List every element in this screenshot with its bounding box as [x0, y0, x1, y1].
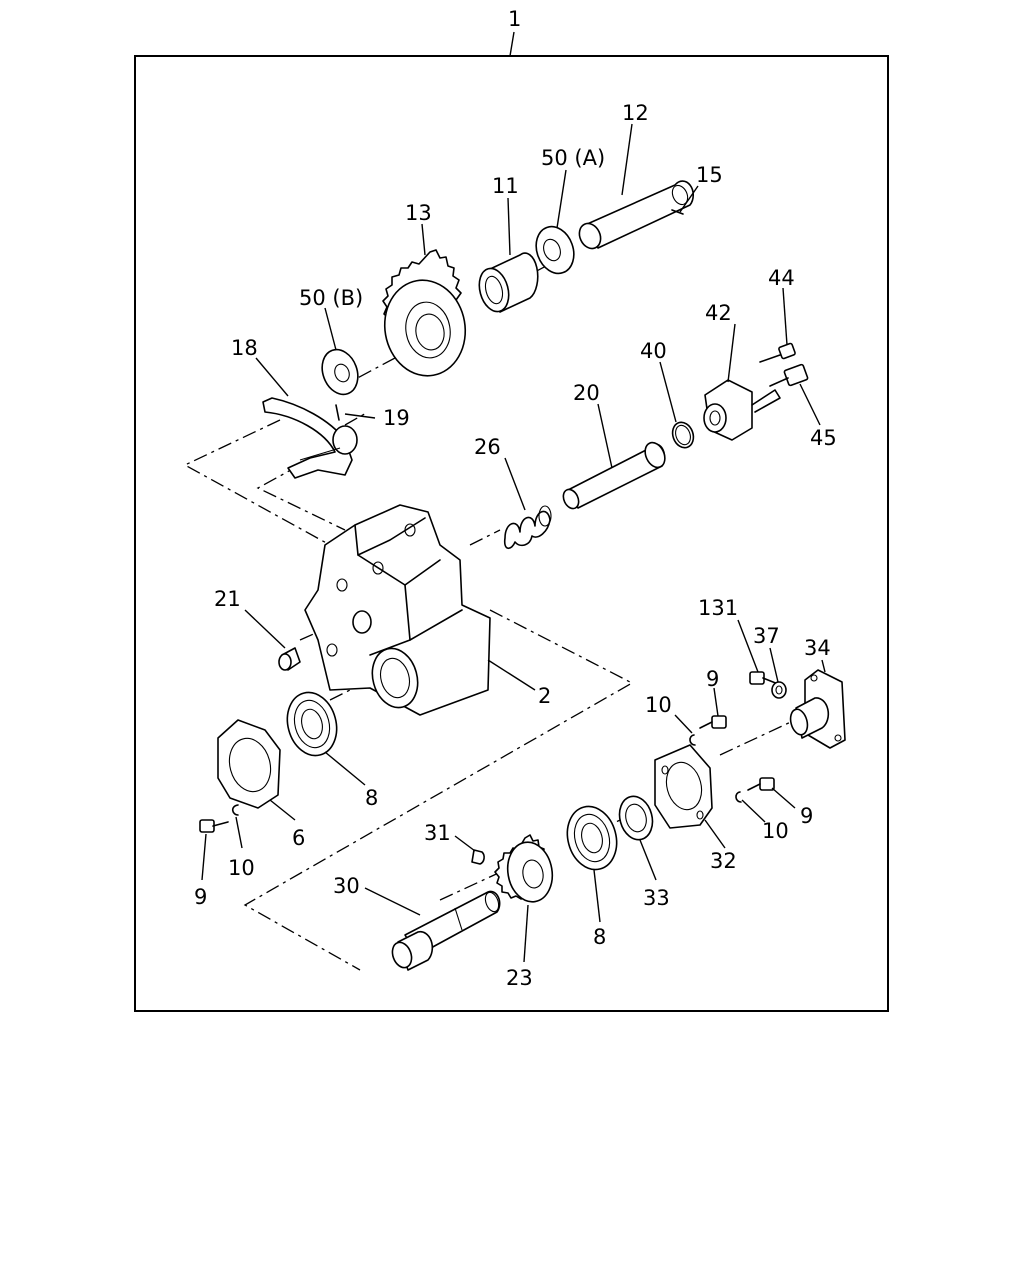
shift-fork — [262, 397, 358, 479]
switch-45 — [769, 363, 809, 387]
callout-9-right-upper: 9 — [706, 667, 719, 691]
washer-right-upper — [689, 734, 696, 746]
needle-bearing — [478, 252, 539, 313]
callout-19: 19 — [383, 406, 410, 430]
oil-seal — [618, 795, 654, 841]
callout-10-right-upper: 10 — [645, 693, 672, 717]
callout-50b: 50 (B) — [299, 286, 363, 310]
bolt-131 — [749, 671, 779, 685]
callout-10-left: 10 — [228, 856, 255, 880]
key-31 — [471, 849, 485, 865]
bolt-right-upper — [699, 715, 727, 729]
housing — [304, 504, 491, 716]
callout-50a: 50 (A) — [541, 146, 605, 170]
plug-21 — [278, 647, 301, 671]
bolt-right-lower — [747, 777, 775, 791]
callout-18: 18 — [231, 336, 258, 360]
bearing-upper — [286, 691, 338, 757]
bolt-44 — [759, 342, 796, 363]
o-ring — [671, 421, 695, 449]
idler-shaft — [578, 180, 695, 250]
callout-37: 37 — [753, 624, 780, 648]
callout-9-right-lower: 9 — [800, 804, 813, 828]
callout-11: 11 — [492, 174, 519, 198]
callout-10-right-lower: 10 — [762, 819, 789, 843]
callout-31: 31 — [424, 821, 451, 845]
callout-15: 15 — [696, 163, 723, 187]
callout-13: 13 — [405, 201, 432, 225]
callout-45: 45 — [810, 426, 837, 450]
callout-34: 34 — [804, 636, 831, 660]
drive-gear — [494, 834, 554, 903]
actuator-housing — [703, 379, 781, 441]
pin-15 — [671, 185, 699, 215]
callout-30: 30 — [333, 874, 360, 898]
spring — [503, 505, 552, 550]
callout-8-upper: 8 — [365, 786, 378, 810]
callout-26: 26 — [474, 435, 501, 459]
gasket-left — [217, 719, 281, 809]
callout-21: 21 — [214, 587, 241, 611]
callout-2: 2 — [538, 684, 551, 708]
output-shaft — [391, 890, 501, 971]
callout-23: 23 — [506, 966, 533, 990]
bearing-lower — [566, 805, 618, 871]
thrust-washer-a — [535, 225, 575, 275]
callout-9-left: 9 — [194, 885, 207, 909]
callout-42: 42 — [705, 301, 732, 325]
callout-33: 33 — [643, 886, 670, 910]
flange-cover — [789, 669, 846, 749]
callout-40: 40 — [640, 339, 667, 363]
callout-131: 131 — [698, 596, 738, 620]
idler-gear — [382, 249, 467, 377]
assembly-frame — [134, 55, 889, 1012]
washer-right-lower — [735, 791, 742, 803]
nut-37 — [771, 681, 787, 699]
pin-19 — [335, 404, 376, 421]
cover — [654, 744, 713, 829]
callout-8-lower: 8 — [593, 925, 606, 949]
callout-12: 12 — [622, 101, 649, 125]
callout-32: 32 — [710, 849, 737, 873]
callout-6: 6 — [292, 826, 305, 850]
shift-rod — [562, 441, 666, 510]
bolt-left — [199, 819, 229, 833]
callout-1: 1 — [508, 7, 521, 31]
washer-left — [231, 804, 239, 816]
callout-44: 44 — [768, 266, 795, 290]
thrust-washer-b — [321, 348, 359, 396]
callout-20: 20 — [573, 381, 600, 405]
